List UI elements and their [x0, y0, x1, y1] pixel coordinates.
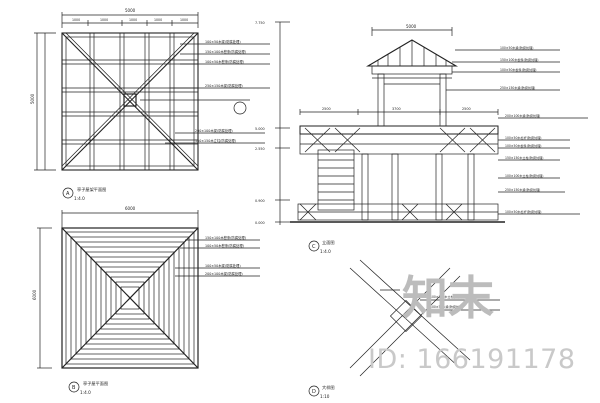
panel-a-dim-top: 5000: [125, 8, 136, 13]
callout-c-2: 150×100木檩条(防腐处理): [500, 57, 538, 62]
panel-b-dim-left: 6000: [32, 289, 37, 300]
panel-a-dim-sub-5: 1000: [180, 18, 188, 22]
callout-c-7: 100×50木檩条(防腐处理): [505, 143, 542, 148]
panel-b-title: 亭子屋平面图: [83, 380, 108, 387]
callout-a-1: 100×50木梁(防腐处理): [205, 39, 241, 44]
callout-a-4: 250×150木梁(防腐处理): [205, 83, 243, 88]
callout-c-9: 100×100木立柱(防腐处理): [505, 173, 543, 178]
panel-c-dim-mid-2: 3700: [392, 107, 401, 111]
panel-c-elevation: [275, 21, 588, 252]
panel-c-letter: C: [312, 244, 316, 250]
callout-c-1: 100×50木梁(防腐处理): [500, 45, 533, 50]
panel-a-dim-sub-1: 1000: [72, 18, 80, 22]
callout-c-8: 150×150木立柱(防腐处理): [505, 155, 543, 160]
callout-c-11: 100×50木栏杆(防腐处理): [505, 209, 542, 214]
panel-a-dim-sub-2: 1000: [100, 18, 108, 22]
panel-b-roof-plan: [37, 210, 260, 393]
panel-a-dim-sub-4: 1000: [154, 18, 162, 22]
callout-c-3: 100×50木檩条(防腐处理): [500, 67, 537, 72]
panel-b-dim-top: 6000: [125, 206, 136, 211]
callout-b-2: 100×50木檩条(防腐处理): [205, 243, 244, 248]
callout-d-1: 100×100木立柱(防腐处理): [430, 294, 468, 299]
panel-c-title: 立面图: [322, 239, 335, 246]
panel-d-letter: D: [312, 389, 316, 395]
callout-b-4: 200×100木梁(防腐处理): [205, 271, 243, 276]
callout-c-4: 250×150木梁(防腐处理): [500, 85, 535, 90]
panel-a-dim-left: 5000: [30, 93, 35, 104]
callout-a-6: 150×150木立柱(防腐处理): [195, 138, 236, 143]
watermark-logo: 知末: [402, 271, 494, 325]
panel-a-dim-sub-3: 1000: [129, 18, 137, 22]
callout-b-3: 100×50木梁(防腐处理): [205, 263, 241, 268]
panel-d-scale: 1:10: [320, 394, 330, 399]
panel-c-level-4: 0.900: [255, 199, 265, 203]
panel-c-dim-top: 5000: [406, 24, 417, 29]
callout-a-3: 100×50木檩条(防腐处理): [205, 59, 244, 64]
callout-d-2: 100×50木梁(防腐处理): [430, 304, 463, 309]
panel-a-letter: A: [66, 191, 70, 197]
callout-c-5: 200×100木梁(防腐处理): [505, 113, 540, 118]
callout-b-1: 150×100木檩条(防腐处理): [205, 235, 246, 240]
panel-c-dim-mid-3: 2500: [462, 107, 471, 111]
callout-a-2: 150×100木檩条(防腐处理): [205, 49, 246, 54]
panel-d-detail: [308, 259, 500, 397]
panel-d-title: 大样图: [322, 384, 335, 391]
panel-c-level-3: 2.550: [255, 147, 265, 151]
panel-b-scale: 1:4.0: [80, 390, 91, 395]
panel-c-dim-mid-1: 2500: [322, 107, 331, 111]
panel-a-title: 亭子屋架平面图: [77, 186, 106, 193]
panel-c-level-2: 5.000: [255, 127, 265, 131]
panel-c-scale: 1:4.0: [320, 249, 331, 254]
callout-c-10: 250×150木梁(防腐处理): [505, 187, 540, 192]
panel-c-level-5: 0.000: [255, 221, 265, 225]
panel-b-letter: B: [72, 385, 76, 391]
panel-c-level-1: 7.750: [255, 21, 265, 25]
callout-c-6: 100×50木栏杆(防腐处理): [505, 135, 542, 140]
panel-a-roof-frame-plan: [34, 12, 270, 199]
callout-a-5: 200×100木梁(防腐处理): [195, 128, 233, 133]
panel-a-scale: 1:4.0: [74, 196, 85, 201]
watermark-id: ID: 166191178: [368, 344, 576, 375]
